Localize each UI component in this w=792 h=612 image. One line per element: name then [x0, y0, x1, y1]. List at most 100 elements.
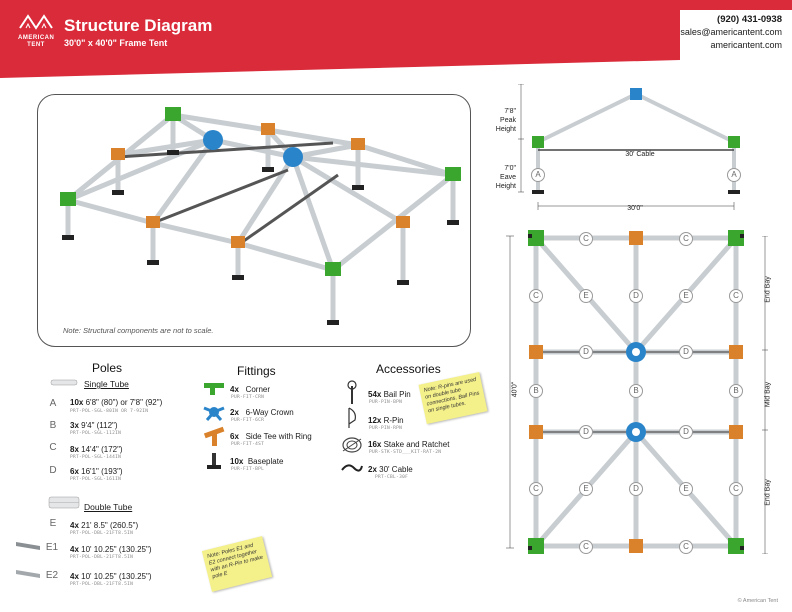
acc-bail-pin-desc: Bail Pin: [383, 390, 411, 399]
website-link[interactable]: americantent.com: [710, 40, 782, 50]
fitting-baseplate-pn: PUR-FIT-BPL: [231, 467, 265, 472]
fitting-corner-desc: Corner: [245, 385, 271, 394]
plan-pole-b: B: [629, 384, 643, 398]
scale-note: Note: Structural components are not to s…: [63, 326, 214, 335]
accessories-heading: Accessories: [376, 362, 441, 376]
fitting-corner-qty: 4x: [230, 385, 239, 394]
fitting-crown-row: 2x 6-Way Crown: [230, 408, 294, 417]
plan-pole-e: E: [579, 482, 593, 496]
fitting-tee-row: 6x Side Tee with Ring: [230, 432, 312, 441]
fitting-crown-pn: PUR-FIT-6CR: [231, 418, 265, 423]
acc-bail-pin-pn: PUR-PIN-BPN: [369, 400, 403, 405]
pole-c-pn: PRT-POL-SGL-144IN: [70, 455, 122, 460]
plan-pole-e: E: [679, 482, 693, 496]
plan-pole-c: C: [529, 289, 543, 303]
r-pin-icon: [348, 407, 356, 428]
email-link[interactable]: sales@americantent.com: [680, 27, 782, 37]
plan-pole-c: C: [729, 289, 743, 303]
rpin-sticky-note: Note: R-pins are used on double tube con…: [418, 371, 488, 425]
pole-d-pn: PRT-POL-SGL-161IN: [70, 477, 122, 482]
plan-pole-e: E: [579, 289, 593, 303]
fitting-tee-qty: 6x: [230, 432, 239, 441]
pole-e-pn: PRT-POL-DBL-21FT8.5IN: [70, 531, 134, 536]
pole-c-row: 8x 14'4" (172"): [70, 445, 123, 454]
isometric-frame-panel: [37, 94, 471, 347]
tent-peaks-icon: [19, 14, 53, 30]
fitting-tee-desc: Side Tee with Ring: [245, 432, 312, 441]
pole-letter-c: C: [46, 442, 60, 456]
pole-c-qty: 8x: [70, 445, 79, 454]
pole-e2-desc: 10' 10.25" (130.25"): [81, 572, 152, 581]
logo-text-1: AMERICAN: [18, 35, 55, 41]
pole-e1-desc: 10' 10.25" (130.25"): [81, 545, 152, 554]
plan-pole-c: C: [679, 540, 693, 554]
pole-a-qty: 10x: [70, 398, 84, 407]
pole-c-desc: 14'4" (172"): [81, 445, 123, 454]
baseplate-fitting-icon: [207, 453, 221, 469]
pole-a-pn: PRT-POL-SGL-80IN OR 7-92IN: [70, 409, 149, 414]
plan-pole-c: C: [729, 482, 743, 496]
logo-text-2: TENT: [27, 42, 45, 48]
side-elevation-drawing: [518, 84, 740, 210]
pole-e1-pn: PRT-POL-DBL-21FT8.5IN: [70, 555, 134, 560]
pole-letter-e2: E2: [45, 570, 59, 584]
pole-e2-icon: [16, 570, 40, 578]
acc-stake-desc: Stake and Ratchet: [383, 440, 450, 449]
acc-r-pin-row: 12x R-Pin: [368, 416, 404, 425]
page-title: Structure Diagram: [64, 16, 213, 35]
peak-height-word: Peak: [500, 117, 516, 124]
pole-d-qty: 6x: [70, 467, 79, 476]
double-tube-heading: Double Tube: [84, 502, 133, 512]
eave-height-label: 7'0" Eave Height: [478, 164, 516, 191]
pole-letter-e1: E1: [45, 542, 59, 556]
isometric-frame-drawing: [60, 107, 461, 325]
acc-r-pin-pn: PUR-PIN-RPN: [369, 426, 403, 431]
plan-pole-b: B: [729, 384, 743, 398]
plan-pole-c: C: [579, 232, 593, 246]
corner-fitting-icon: [204, 383, 224, 395]
acc-bail-pin-qty: 54x: [368, 390, 382, 399]
plan-pole-c: C: [529, 482, 543, 496]
pole-b-desc: 9'4" (112"): [81, 421, 118, 430]
acc-cable-pn: PRT-CBL-30F: [375, 475, 409, 480]
pole-d-desc: 16'1" (193"): [81, 467, 123, 476]
eave-height-value: 7'0": [504, 165, 516, 172]
crown-fitting-icon: [203, 406, 225, 421]
acc-r-pin-qty: 12x: [368, 416, 382, 425]
side-pole-a-left: A: [531, 168, 545, 182]
double-tube-icon: [48, 496, 80, 509]
plan-pole-b: B: [529, 384, 543, 398]
fitting-tee-pn: PUR-FIT-4ST: [231, 442, 265, 447]
pole-e-qty: 4x: [70, 521, 79, 530]
header: AMERICAN TENT Structure Diagram 30'0" x …: [0, 0, 792, 78]
peak-height-label: 7'8" Peak Height: [478, 107, 516, 134]
acc-cable-qty: 2x: [368, 465, 377, 474]
pole-b-pn: PRT-POL-SGL-112IN: [70, 431, 122, 436]
pole-b-row: 3x 9'4" (112"): [70, 421, 118, 430]
fitting-corner-row: 4x Corner: [230, 385, 270, 394]
pole-d-row: 6x 16'1" (193"): [70, 467, 123, 476]
length-label: 40'0": [511, 381, 519, 398]
single-tube-icon: [50, 379, 78, 386]
pole-e1-row: 4x 10' 10.25" (130.25"): [70, 545, 152, 554]
plan-pole-d: D: [679, 345, 693, 359]
single-tube-heading: Single Tube: [84, 379, 129, 389]
acc-r-pin-desc: R-Pin: [383, 416, 404, 425]
acc-bail-pin-row: 54x Bail Pin: [368, 390, 411, 399]
plan-pole-e: E: [679, 289, 693, 303]
fitting-crown-desc: 6-Way Crown: [245, 408, 294, 417]
pole-e2-qty: 4x: [70, 572, 79, 581]
fitting-baseplate-qty: 10x: [230, 457, 244, 466]
contact-block: (920) 431-0938 sales@americantent.com am…: [680, 13, 782, 52]
poles-heading: Poles: [92, 361, 123, 375]
acc-stake-pn: PUR-STK-STD___KIT-RAT-2N: [369, 450, 442, 455]
pole-e1-icon: [16, 542, 40, 550]
plan-pole-d: D: [579, 345, 593, 359]
pole-b-qty: 3x: [70, 421, 79, 430]
header-band: [0, 0, 792, 78]
pole-e1-qty: 4x: [70, 545, 79, 554]
plan-pole-c: C: [679, 232, 693, 246]
plan-pole-d: D: [679, 425, 693, 439]
plan-pole-d: D: [629, 482, 643, 496]
side-pole-a-right: A: [727, 168, 741, 182]
